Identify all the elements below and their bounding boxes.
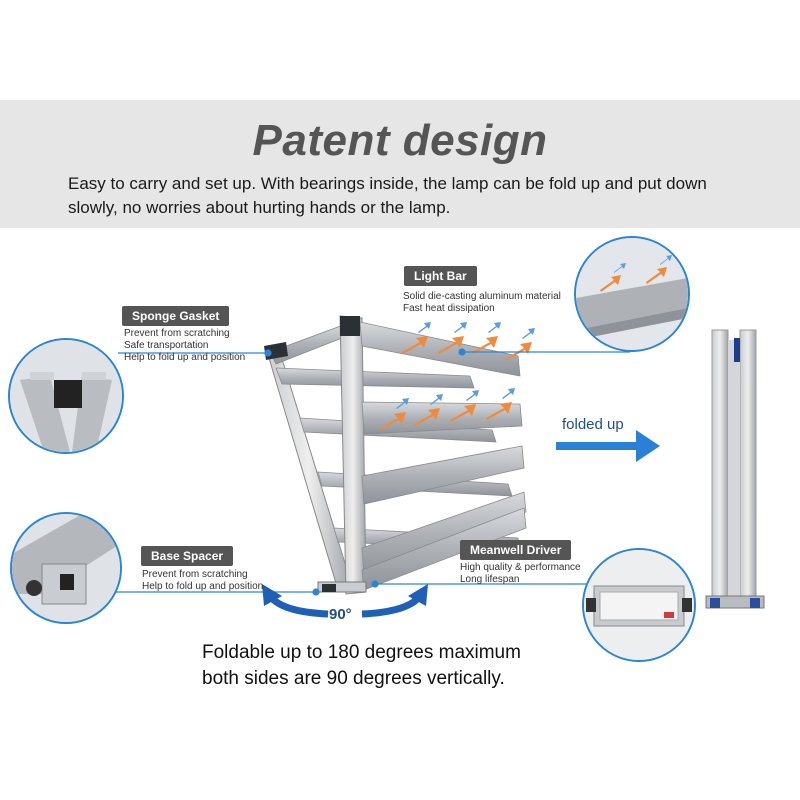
light-bar-desc: Solid die-casting aluminum material Fast… <box>403 291 561 315</box>
folded-lamp <box>705 329 765 609</box>
foldable-line-2: both sides are 90 degrees vertically. <box>202 668 505 689</box>
base-spacer-desc: Prevent from scratching Help to fold up … <box>142 569 263 593</box>
sponge-gasket-label: Sponge Gasket <box>122 306 230 326</box>
angle-label: 90° <box>329 606 352 623</box>
light-bar-line-1: Solid die-casting aluminum material <box>403 291 561 302</box>
sponge-gasket-desc: Prevent from scratching Safe transportat… <box>124 328 245 364</box>
folded-up-label: folded up <box>562 416 624 433</box>
base-spacer-line-2: Help to fold up and position <box>142 581 264 592</box>
foldable-description: Foldable up to 180 degrees maximum both … <box>202 640 521 692</box>
heat-arrows <box>380 322 535 430</box>
callout-connectors <box>100 348 630 596</box>
sponge-gasket-line-1: Prevent from scratching <box>124 328 230 339</box>
folded-arrow-icon <box>556 430 660 462</box>
meanwell-driver-line-2: Long lifespan <box>460 574 520 585</box>
page-subtitle: Easy to carry and set up. With bearings … <box>68 174 707 217</box>
foldable-line-1: Foldable up to 180 degrees maximum <box>202 642 521 663</box>
base-spacer-line-1: Prevent from scratching <box>142 569 248 580</box>
page-title: Patent design <box>252 116 548 165</box>
light-bar-closeup <box>574 236 690 352</box>
meanwell-driver-desc: High quality & performance Long lifespan <box>460 562 581 586</box>
base-spacer-label: Base Spacer <box>141 546 234 566</box>
header-band <box>0 100 800 228</box>
meanwell-driver-label: Meanwell Driver <box>460 540 572 560</box>
sponge-gasket-closeup <box>8 338 124 454</box>
meanwell-driver-closeup <box>582 548 696 662</box>
meanwell-driver-line-1: High quality & performance <box>460 562 581 573</box>
right-frame <box>317 315 527 595</box>
sponge-gasket-line-3: Help to fold up and position <box>124 352 246 363</box>
light-bar-label: Light Bar <box>404 266 477 286</box>
base-spacer-closeup <box>10 512 122 624</box>
light-bar-line-2: Fast heat dissipation <box>403 303 495 314</box>
sponge-gasket-line-2: Safe transportation <box>124 340 209 351</box>
